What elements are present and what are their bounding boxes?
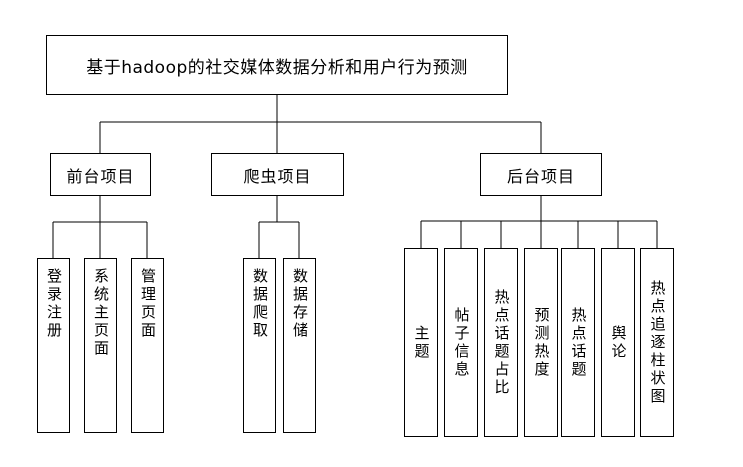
node-leaf-hot-topic-label: 热点话题 (569, 306, 588, 379)
node-branch-crawler[interactable]: 爬虫项目 (211, 153, 344, 196)
node-leaf-login-register[interactable]: 登录注册 (37, 258, 70, 433)
node-leaf-system-homepage[interactable]: 系统主页面 (84, 258, 117, 433)
node-branch-crawler-label: 爬虫项目 (243, 166, 312, 186)
node-leaf-admin-page-label: 管理页面 (139, 268, 157, 340)
node-leaf-public-opinion-label: 舆论 (609, 324, 628, 361)
node-leaf-hot-topic-share[interactable]: 热点话题占比 (484, 248, 518, 437)
node-leaf-login-register-label: 登录注册 (45, 268, 63, 340)
node-leaf-admin-page[interactable]: 管理页面 (131, 258, 164, 433)
node-branch-backend[interactable]: 后台项目 (480, 153, 602, 196)
node-leaf-hot-topic-share-label: 热点话题占比 (492, 288, 511, 397)
node-leaf-predicted-heat[interactable]: 预测热度 (524, 248, 558, 437)
node-leaf-hot-topic[interactable]: 热点话题 (561, 248, 595, 437)
node-leaf-data-crawl[interactable]: 数据爬取 (243, 258, 276, 433)
node-leaf-hot-chase-bar-chart-label: 热点追逐柱状图 (648, 279, 667, 406)
node-leaf-post-info-label: 帖子信息 (452, 306, 471, 379)
node-leaf-predicted-heat-label: 预测热度 (532, 306, 551, 379)
node-leaf-topic[interactable]: 主题 (404, 248, 438, 437)
node-leaf-system-homepage-label: 系统主页面 (92, 268, 110, 358)
node-root-label: 基于hadoop的社交媒体数据分析和用户行为预测 (86, 57, 468, 78)
node-leaf-post-info[interactable]: 帖子信息 (444, 248, 478, 437)
node-leaf-public-opinion[interactable]: 舆论 (601, 248, 635, 437)
node-root[interactable]: 基于hadoop的社交媒体数据分析和用户行为预测 (46, 35, 508, 95)
node-leaf-data-crawl-label: 数据爬取 (251, 268, 269, 340)
node-leaf-hot-chase-bar-chart[interactable]: 热点追逐柱状图 (640, 248, 674, 437)
node-leaf-data-storage[interactable]: 数据存储 (283, 258, 316, 433)
node-leaf-topic-label: 主题 (412, 324, 431, 361)
node-leaf-data-storage-label: 数据存储 (291, 268, 309, 340)
node-branch-backend-label: 后台项目 (506, 166, 575, 186)
node-branch-frontend[interactable]: 前台项目 (50, 153, 151, 196)
node-branch-frontend-label: 前台项目 (66, 166, 135, 186)
